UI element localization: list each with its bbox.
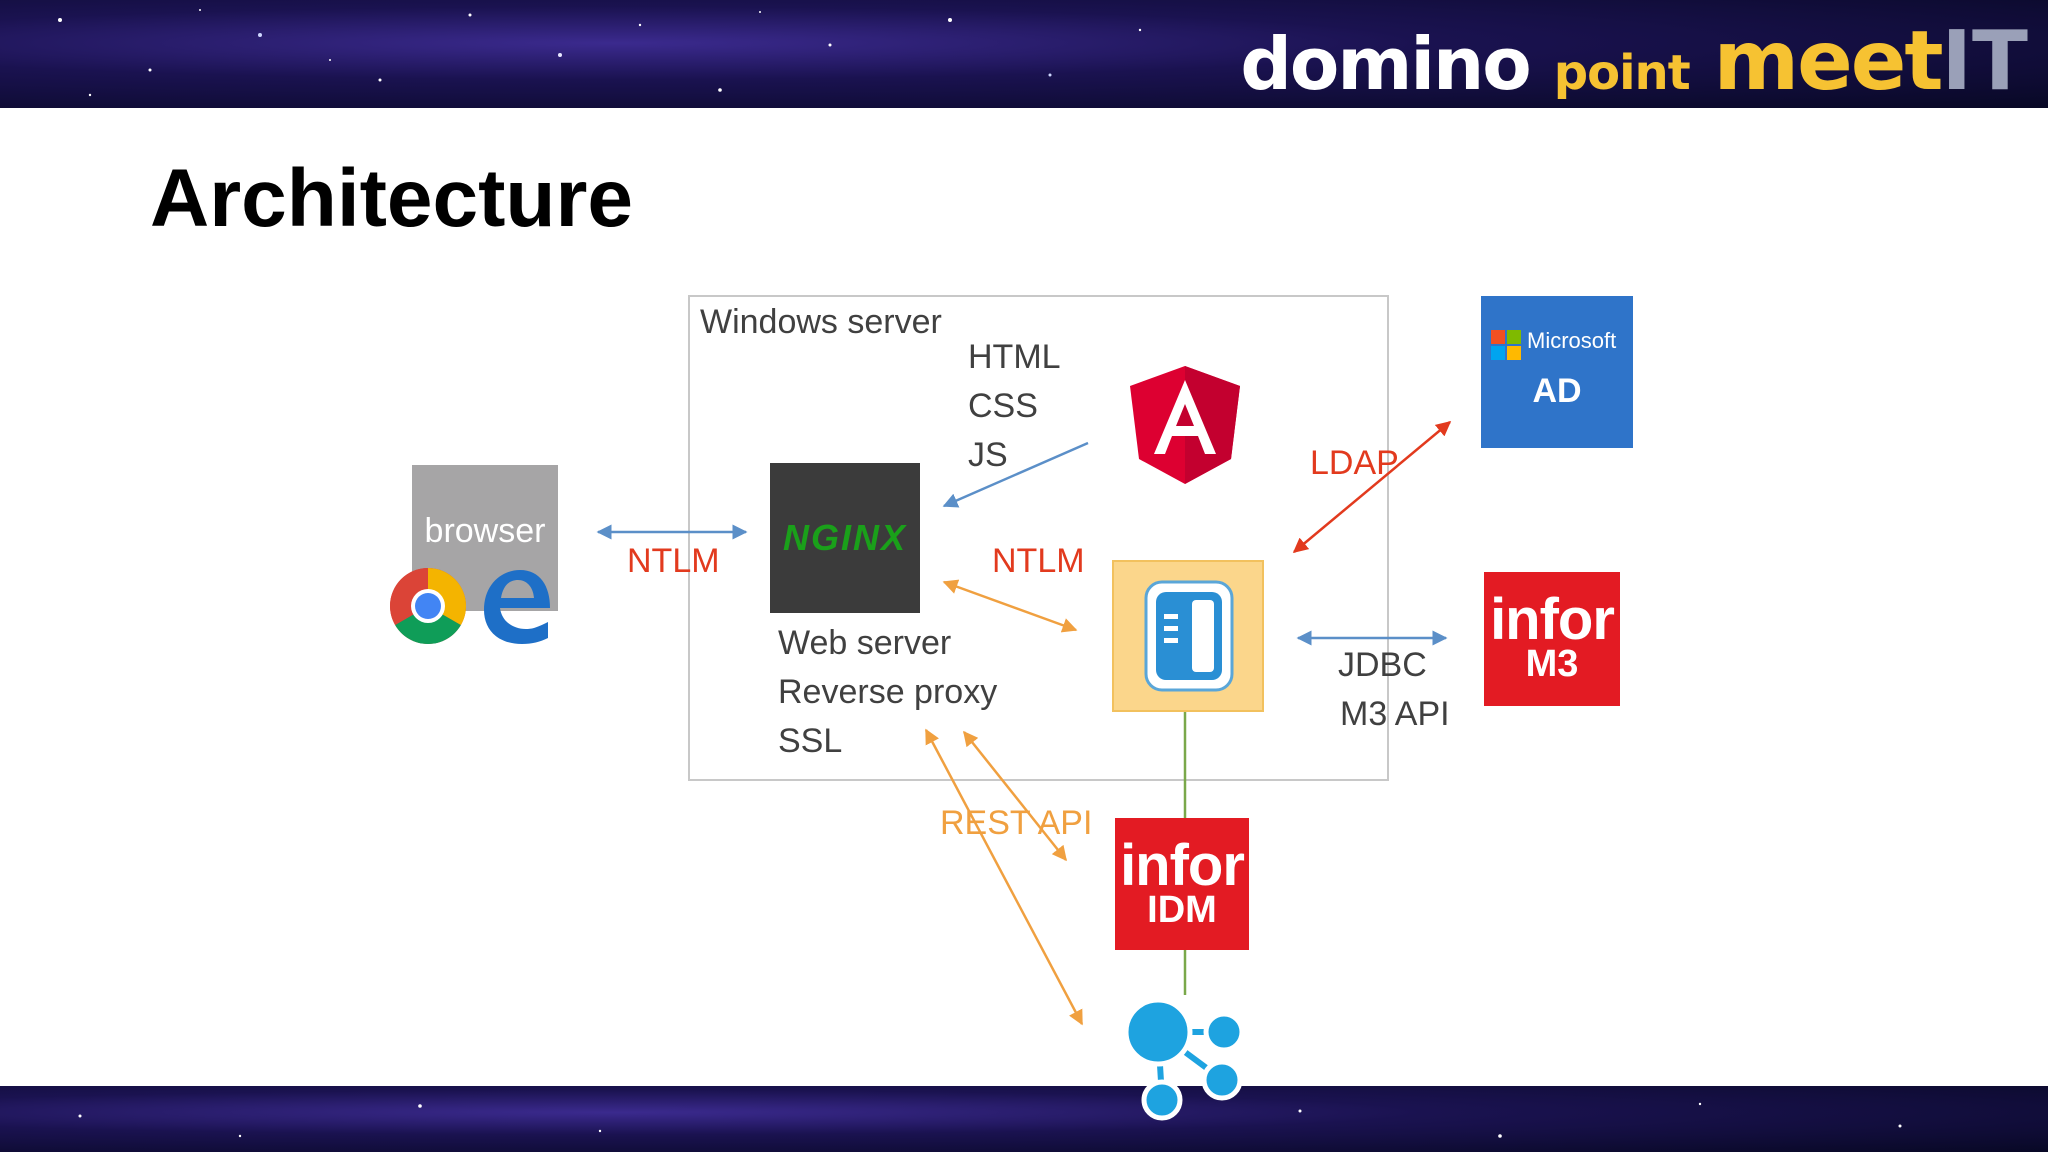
arrow-rest-ion [924,728,1084,1026]
ntlm-label-browser: NTLM [627,542,720,580]
html-label: HTML [968,338,1061,376]
brand-domino: domino [1240,22,1531,106]
stars-decoration-bottom [78,1102,1902,1138]
brand-meet: meet [1713,14,1944,108]
microsoft-logo-icon [1491,330,1521,360]
infor-m3-label: M3 [1525,643,1579,685]
footer-band [0,1086,2048,1152]
m3-api-label: M3 API [1340,695,1450,733]
windows-server-label: Windows server [700,303,942,341]
jdbc-label: JDBC [1338,646,1427,684]
brand-it: IT [1941,14,2028,108]
brand-logo: domino point meet IT [1240,14,2028,108]
microsoft-label: Microsoft [1527,328,1617,353]
infor-idm-label: IDM [1147,889,1217,931]
browser-label: browser [424,512,546,550]
infor-m3-brand: infor [1490,587,1615,652]
arrow-nginx-app [942,579,1078,633]
slide-title: Architecture [150,153,634,244]
ad-label: AD [1532,372,1582,410]
angular-icon [1130,366,1240,484]
reverse-proxy-label: Reverse proxy [778,673,998,711]
chrome-icon [390,568,466,644]
web-server-label: Web server [778,624,952,662]
microsoft-ad-box: Microsoft AD [1481,296,1633,448]
nginx-box: NGINX [770,463,920,613]
app-server-icon [1144,580,1234,692]
arrow-app-ad [1292,421,1452,553]
nginx-logo-text: NGINX [782,517,907,558]
header-band: domino point meet IT [0,0,2048,108]
infor-m3-box: infor M3 [1484,572,1620,706]
infor-idm-box: infor IDM [1115,818,1249,950]
arrow-angular-nginx [942,441,1089,508]
ntlm-label-app: NTLM [992,542,1085,580]
infor-idm-brand: infor [1120,833,1245,898]
css-label: CSS [968,387,1038,425]
ion-api-icon [1123,997,1245,1121]
arrow-rest-idm [963,730,1067,862]
ssl-label: SSL [778,722,843,760]
brand-point: point [1553,45,1691,101]
stars-decoration [58,9,1142,97]
app-server-box [1112,560,1264,712]
js-label: JS [968,436,1008,474]
edge-icon [484,570,550,644]
